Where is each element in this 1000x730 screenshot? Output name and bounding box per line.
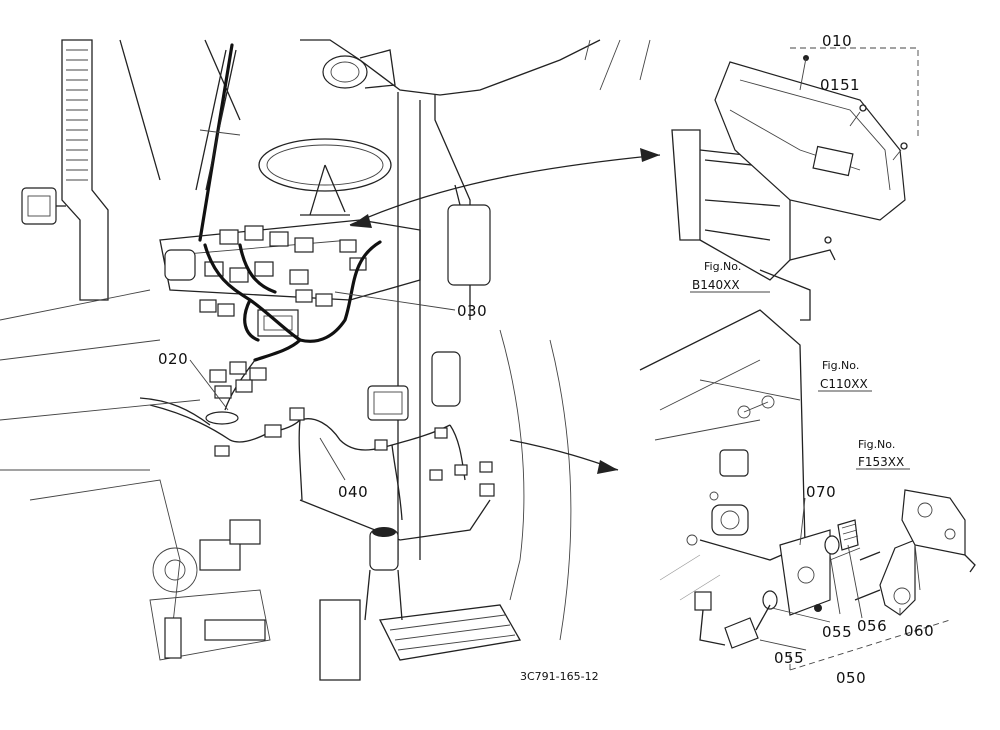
fig-f-code: F153XX [858,455,904,469]
callout-010: 010 [822,32,852,50]
side-mirror [447,184,491,286]
roof-beacon-lamp [322,49,396,89]
main-wiring-harness [139,240,466,521]
fuel-filler [364,527,403,621]
fig-c-label: Fig.No. [822,359,859,372]
figure-references: Fig.No. B140XX Fig.No. C110XX Fig.No. F1… [690,260,910,470]
fig-f-label: Fig.No. [858,438,895,451]
relay-connectors [205,361,495,497]
fig-c-code: C110XX [820,377,868,391]
cab-steps [319,599,522,681]
callout-020: 020 [158,350,188,368]
door-handle [431,351,461,407]
callout-050: 050 [836,669,866,687]
left-work-lamp [21,187,66,225]
callout-060: 060 [904,622,934,640]
part-callouts: 010 015 1 020 030 040 070 056 060 055 05… [158,32,934,687]
windshield-wiper [195,43,241,242]
callout-015-suffix: 1 [850,76,860,94]
callout-040: 040 [338,483,368,501]
fig-b-label: Fig.No. [704,260,741,273]
dash-connectors [164,225,367,337]
switch-assembly-inset [639,309,976,671]
steering-wheel [258,138,392,216]
callout-055-upper: 055 [822,623,852,641]
right-work-lamp [367,385,409,421]
tractor-cab-illustration [0,39,661,681]
fig-b-code: B140XX [692,278,740,292]
exhaust-pipe [61,39,109,301]
callout-055-lower: 055 [774,649,804,667]
callout-030: 030 [457,302,487,320]
meter-panel-inset [671,47,919,321]
callout-015: 015 [820,76,850,94]
drawing-code: 3C791-165-12 [520,670,599,683]
callout-070: 070 [806,483,836,501]
callout-056: 056 [857,617,887,635]
engine-components [149,519,271,661]
